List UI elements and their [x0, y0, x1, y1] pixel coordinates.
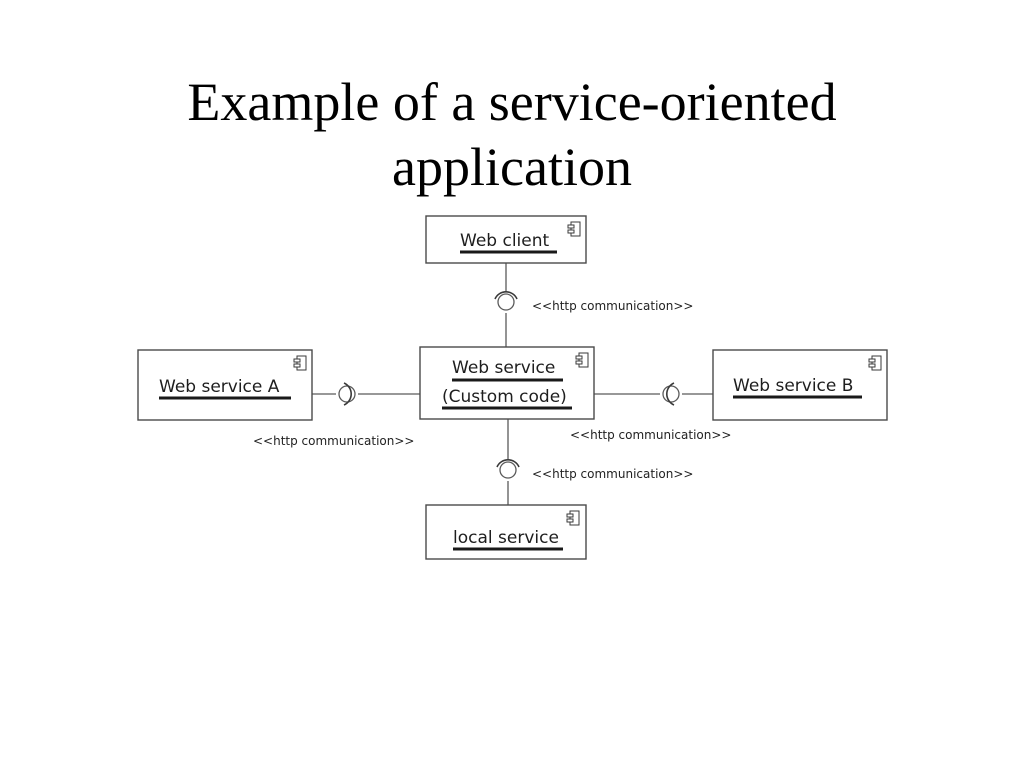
- component-icon: [868, 355, 882, 371]
- socket-icon: [496, 459, 520, 468]
- socket-icon: [494, 291, 518, 300]
- web-client-label: Web client: [460, 231, 549, 251]
- slide-title-line-1: Example of a service-oriented: [187, 72, 837, 132]
- interface-lollipop-icon: [338, 385, 356, 403]
- component-web-service-a: Web service A: [137, 349, 313, 421]
- connector-right: <<http communication>>: [570, 382, 731, 442]
- component-web-service: Web service (Custom code): [419, 346, 595, 420]
- web-service-label-line-1: Web service: [452, 358, 555, 378]
- local-service-label: local service: [453, 528, 559, 548]
- connector-left-stereotype: <<http communication>>: [253, 434, 414, 448]
- socket-icon: [343, 382, 352, 406]
- component-web-client: Web client: [425, 215, 587, 264]
- component-icon: [293, 355, 307, 371]
- slide-title: Example of a service-oriented applicatio…: [60, 70, 964, 200]
- connector-bottom-stereotype: <<http communication>>: [532, 467, 693, 481]
- interface-lollipop-icon: [499, 461, 517, 479]
- connector-top: <<http communication>>: [494, 263, 693, 347]
- interface-lollipop-icon: [662, 385, 680, 403]
- connector-bottom: <<http communication>>: [496, 419, 693, 505]
- component-web-service-b: Web service B: [712, 349, 888, 421]
- component-icon: [567, 221, 581, 237]
- slide-title-line-2: application: [392, 136, 632, 197]
- socket-icon: [666, 382, 675, 406]
- interface-lollipop-icon: [497, 293, 515, 311]
- web-service-label-line-2: (Custom code): [442, 387, 567, 407]
- component-icon: [575, 352, 589, 368]
- component-local-service: local service: [425, 504, 587, 560]
- web-service-a-label: Web service A: [159, 377, 280, 397]
- connector-top-stereotype: <<http communication>>: [532, 299, 693, 313]
- connector-right-stereotype: <<http communication>>: [570, 428, 731, 442]
- connector-left: <<http communication>>: [253, 382, 420, 448]
- component-icon: [566, 510, 580, 526]
- web-service-b-label: Web service B: [733, 376, 853, 396]
